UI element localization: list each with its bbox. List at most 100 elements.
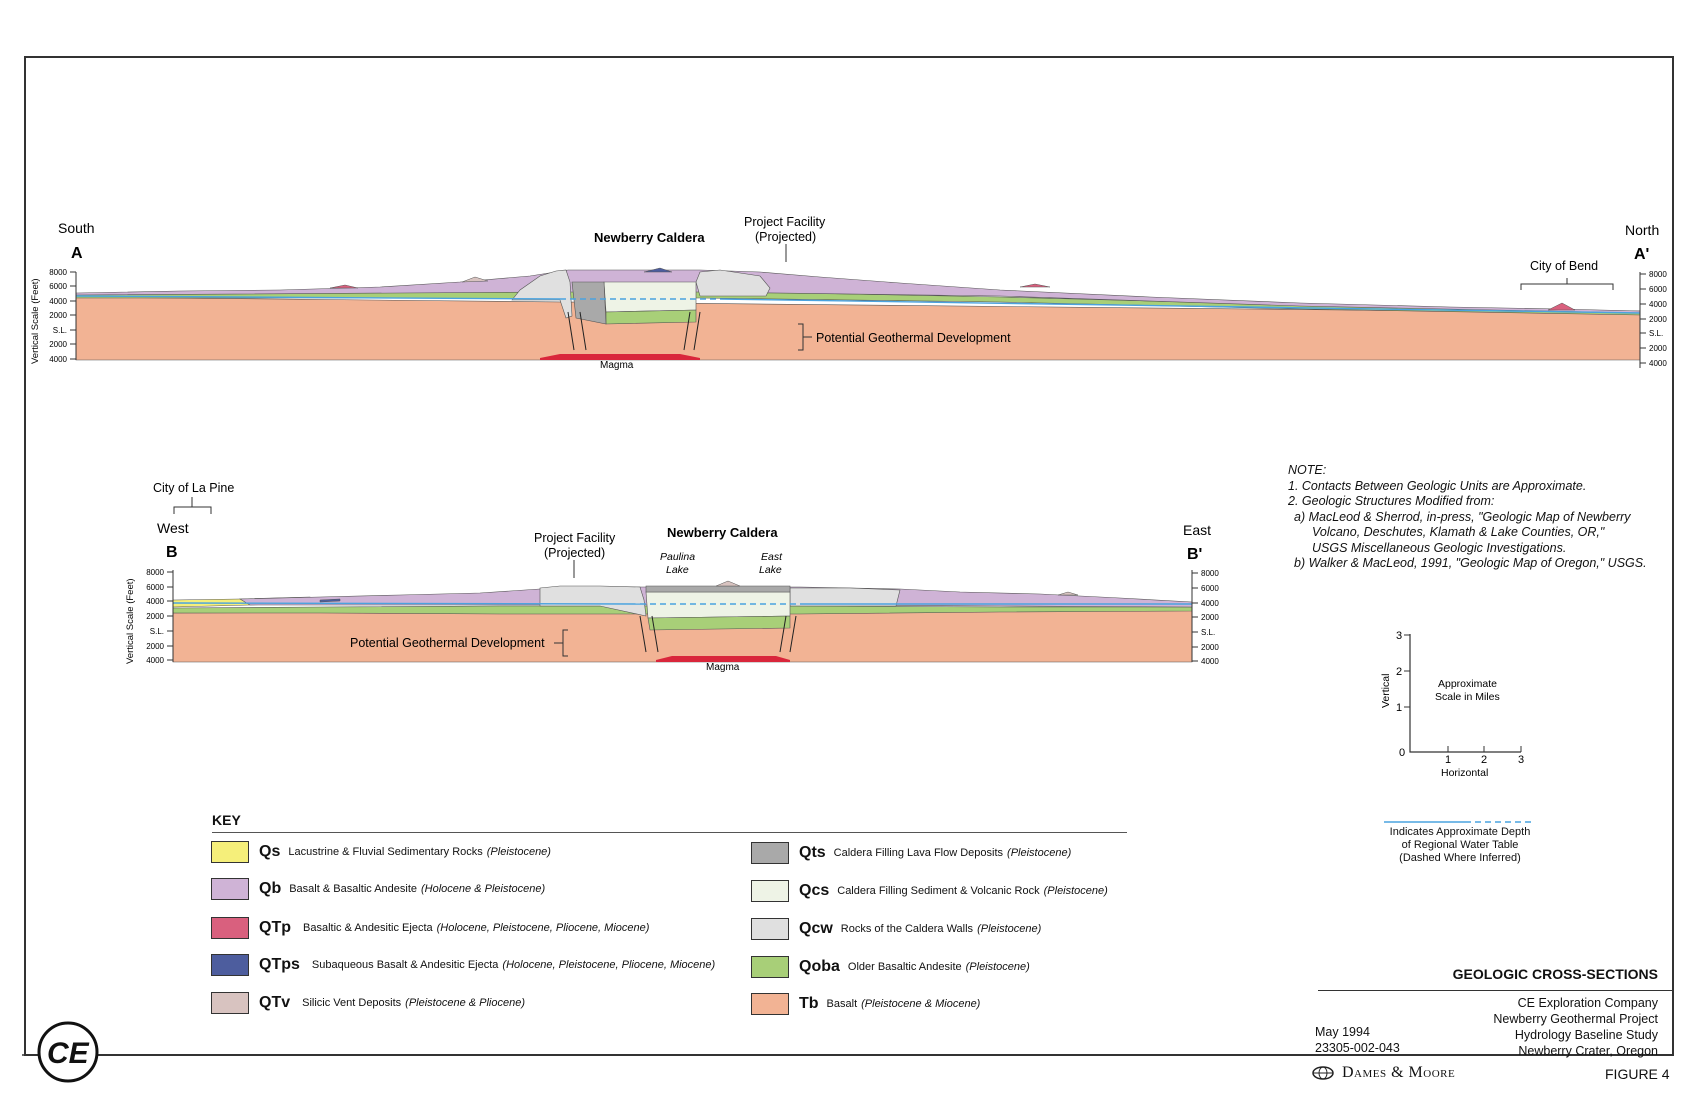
a-left-direction: South — [58, 220, 95, 236]
a-vent-qtps — [643, 267, 673, 273]
b-left-axis — [167, 570, 174, 662]
note-line-1: 1. Contacts Between Geologic Units are A… — [1288, 478, 1587, 493]
svg-text:S.L.: S.L. — [1649, 329, 1663, 338]
a-unit-qcs — [603, 281, 697, 313]
swatch-qcs — [751, 880, 789, 902]
b-right-direction: East — [1183, 522, 1211, 538]
b-city-bracket — [173, 497, 212, 514]
b-facility-label-2: (Projected) — [544, 546, 605, 560]
b-lake1-label-1: Paulina — [660, 551, 695, 563]
a-left-axis — [70, 271, 77, 360]
note-line-2: 2. Geologic Structures Modified from: — [1288, 494, 1495, 508]
scale-h-tick-1: 1 — [1445, 754, 1451, 766]
note-heading: NOTE: — [1288, 463, 1327, 477]
a-vent-qtp-2 — [1019, 283, 1051, 288]
key-rule — [212, 832, 1127, 833]
section-b: City of La Pine West B East B' Newberry … — [125, 481, 1219, 673]
a-city-label: City of Bend — [1530, 259, 1598, 273]
svg-text:4000: 4000 — [49, 355, 67, 364]
firm-logo: Dames & Moore — [1312, 1064, 1455, 1082]
scale-title-1: Approximate — [1438, 678, 1497, 690]
scale-v-tick-2: 2 — [1396, 666, 1402, 678]
title-block-rule — [1318, 990, 1674, 991]
b-magma — [656, 656, 790, 662]
b-geothermal-bracket — [554, 629, 568, 657]
scale-v-tick-3: 3 — [1396, 630, 1402, 642]
svg-text:6000: 6000 — [146, 583, 164, 592]
note-line-3: a) MacLeod & Sherrod, in-press, "Geologi… — [1294, 509, 1631, 524]
a-left-tick-labels: 8000 6000 4000 2000 S.L. 2000 4000 — [49, 268, 67, 364]
b-magma-label: Magma — [706, 662, 740, 673]
swatch-tb — [751, 993, 789, 1015]
a-city-bracket — [1520, 278, 1614, 290]
b-city-label: City of La Pine — [153, 481, 234, 495]
water-table-legend: Indicates Approximate Depth of Regional … — [1389, 826, 1531, 864]
svg-text:2000: 2000 — [49, 311, 67, 320]
b-left-direction: West — [157, 520, 189, 536]
scale-horizontal-label: Horizontal — [1441, 767, 1488, 779]
figure-number: FIGURE 4 — [1605, 1066, 1670, 1082]
b-caldera-label: Newberry Caldera — [667, 525, 778, 540]
a-geothermal-bracket — [798, 323, 812, 351]
svg-text:6000: 6000 — [49, 282, 67, 291]
b-facility-label-1: Project Facility — [534, 531, 616, 545]
b-vent-qtv-2 — [1057, 591, 1079, 596]
b-right-label: B' — [1187, 546, 1202, 563]
note-line-5: USGS Miscellaneous Geologic Investigatio… — [1312, 540, 1567, 555]
b-unit-qcs — [645, 591, 791, 619]
b-lake1-label-2: Lake — [666, 564, 689, 576]
note-line-6: b) Walker & MacLeod, 1991, "Geologic Map… — [1294, 556, 1647, 570]
a-magma-label: Magma — [600, 360, 634, 371]
key-title: KEY — [212, 812, 241, 828]
scale-bar: 3 2 1 0 1 2 3 Horizontal Vertical Approx… — [1380, 630, 1524, 779]
svg-text:2000: 2000 — [49, 340, 67, 349]
svg-text:2000: 2000 — [1649, 344, 1667, 353]
a-magma — [540, 354, 700, 360]
b-unit-qoba-caldera — [647, 615, 791, 631]
svg-text:4000: 4000 — [146, 597, 164, 606]
scale-h-tick-3: 3 — [1518, 754, 1524, 766]
a-vent-qtv — [461, 276, 489, 283]
swatch-qoba — [751, 956, 789, 978]
scale-h-tick-2: 2 — [1481, 754, 1487, 766]
b-geothermal-label: Potential Geothermal Development — [350, 636, 545, 650]
b-right-axis — [1191, 570, 1198, 662]
svg-text:8000: 8000 — [1649, 270, 1667, 279]
b-faults — [639, 615, 797, 653]
a-right-direction: North — [1625, 222, 1659, 238]
svg-text:2000: 2000 — [1201, 613, 1219, 622]
svg-text:8000: 8000 — [146, 568, 164, 577]
scale-origin: 0 — [1399, 747, 1405, 759]
swatch-qtv — [211, 992, 249, 1014]
a-caldera-label: Newberry Caldera — [594, 230, 705, 245]
svg-text:6000: 6000 — [1201, 584, 1219, 593]
svg-text:4000: 4000 — [1201, 657, 1219, 666]
b-water-table-solid — [172, 602, 641, 605]
scale-vertical-label: Vertical — [1380, 674, 1392, 708]
a-facility-label-1: Project Facility — [744, 215, 826, 229]
a-unit-qoba-caldera — [605, 309, 697, 325]
swatch-qb — [211, 878, 249, 900]
svg-text:S.L.: S.L. — [1201, 628, 1215, 637]
svg-text:6000: 6000 — [1649, 285, 1667, 294]
a-unit-qcw-right — [695, 269, 771, 297]
title-block: GEOLOGIC CROSS-SECTIONS CE Exploration C… — [1318, 966, 1674, 1059]
svg-text:2000: 2000 — [1201, 643, 1219, 652]
swatch-qtp — [211, 917, 249, 939]
a-right-axis — [1639, 272, 1646, 368]
a-unit-qcw-left — [511, 269, 573, 319]
svg-text:4000: 4000 — [1649, 300, 1667, 309]
drawing-frame — [24, 56, 1674, 1056]
a-faults — [567, 311, 701, 351]
b-lake2-label-1: East — [761, 551, 783, 563]
